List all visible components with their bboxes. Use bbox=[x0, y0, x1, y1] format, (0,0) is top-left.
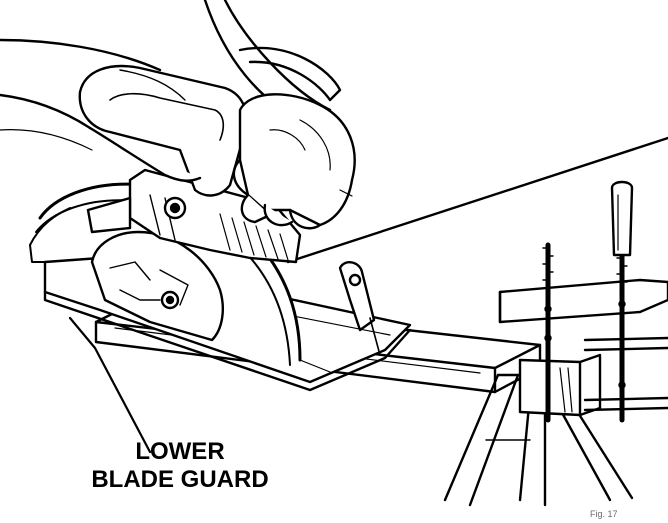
figure-reference: Fig. 17 bbox=[590, 509, 618, 519]
clamp bbox=[498, 180, 668, 423]
callout-leader-line bbox=[68, 316, 152, 454]
bevel-lever bbox=[338, 261, 381, 356]
callout-line-1: LOWER bbox=[135, 438, 225, 465]
callout-line-2: BLADE GUARD bbox=[91, 466, 269, 493]
lower-blade-guard-label: LOWER BLADE GUARD bbox=[60, 438, 300, 494]
right-arm-and-hand bbox=[203, 0, 356, 230]
upper-guard bbox=[238, 46, 342, 102]
left-arm-and-hand bbox=[0, 38, 202, 182]
board-far-edge bbox=[286, 136, 668, 264]
saw-motor-housing bbox=[86, 168, 302, 264]
saw-handle bbox=[78, 64, 248, 197]
sawhorse bbox=[443, 353, 634, 507]
